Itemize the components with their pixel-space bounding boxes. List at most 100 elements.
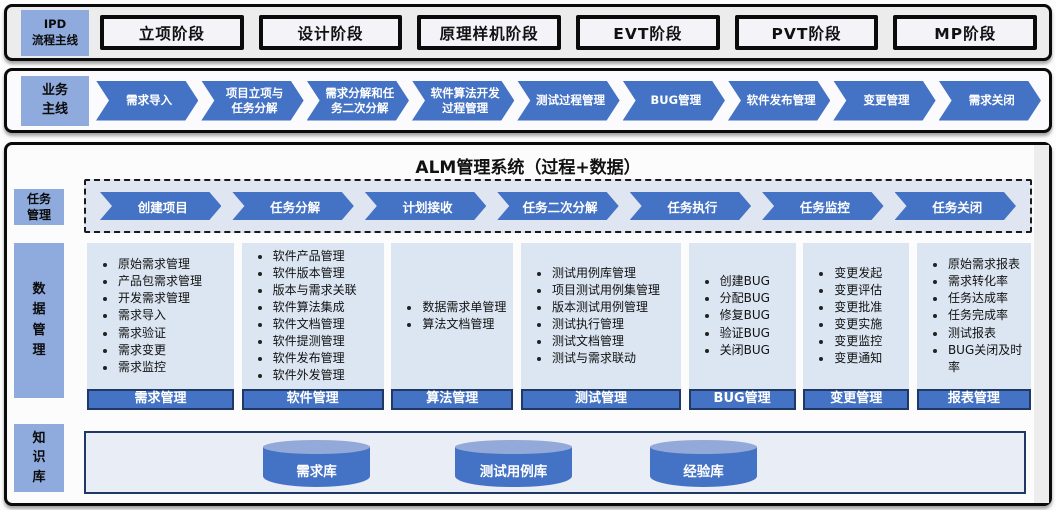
feature-item-text: 软件外发管理: [272, 368, 345, 383]
feature-item: 变更实施: [817, 316, 903, 333]
feature-item: BUG关闭及时率: [931, 342, 1025, 376]
bullet-icon: [257, 323, 262, 327]
feature-item: 任务达成率: [931, 290, 1025, 307]
cylinder-body: 经验库: [650, 447, 757, 487]
feature-item: 需求导入: [101, 307, 228, 324]
feature-item: 变更发起: [817, 265, 903, 282]
bullet-icon: [257, 288, 262, 293]
bullet-icon: [536, 305, 541, 310]
feature-item-text: 测试执行管理: [551, 317, 624, 331]
bullet-icon: [103, 263, 107, 268]
feature-item-text: 变更监控: [834, 334, 883, 349]
ipd-stage-box: 立项阶段: [100, 15, 244, 50]
column-title: BUG管理: [688, 389, 796, 410]
business-step-arrow: 需求分解和任 务二次分解: [307, 81, 409, 121]
feature-list: 变更发起 变更评估 变更批准: [803, 243, 910, 389]
feature-item: 软件文档管理: [256, 316, 378, 333]
feature-list: 数据需求单管理 算法文档管理: [391, 243, 514, 389]
ipd-stage-box: 设计阶段: [258, 15, 403, 50]
data-column: 原始需求管理 产品包需求管理 开发需求管理: [87, 243, 234, 410]
feature-item: 创建BUG: [703, 273, 790, 290]
business-step-arrow: 测试过程管理: [517, 81, 619, 121]
feature-item-text: BUG关闭及时率: [947, 342, 1023, 374]
feature-item-text: 需求验证: [118, 325, 167, 340]
feature-item: 需求转化率: [931, 273, 1025, 290]
bullet-icon: [819, 340, 824, 345]
feature-item-text: 软件发布管理: [272, 351, 345, 366]
bullet-icon: [536, 288, 541, 293]
business-step-arrow: 软件算法开发 过程管理: [412, 81, 514, 121]
bullet-icon: [103, 280, 107, 285]
feature-item: 测试与需求联动: [535, 350, 675, 367]
bullet-icon: [257, 271, 262, 276]
feature-item-text: 修复BUG: [719, 308, 770, 323]
business-mainline-band: 业务 主线 需求导入 项目立项与 任务分解 需求分解和任 务二次分解 软件算法开…: [4, 68, 1052, 133]
feature-item-text: 版本与需求关联: [272, 282, 357, 297]
ipd-mainline-label: IPD 流程主线: [21, 9, 89, 56]
ipd-stage-box: 原理样机阶段: [417, 15, 562, 50]
cylinder-top-icon: [455, 440, 572, 454]
database-label: 需求库: [296, 464, 337, 480]
ipd-stage-label: EVT阶段: [613, 24, 683, 43]
feature-item: 变更通知: [817, 350, 903, 367]
ipd-process-band: IPD 流程主线 立项阶段 设计阶段 原理样机阶段 EVT阶段 PVT阶段 M: [4, 4, 1052, 61]
feature-item-text: 软件版本管理: [272, 265, 345, 280]
column-title: 变更管理: [803, 389, 910, 410]
bullet-icon: [536, 323, 541, 327]
feature-item: 产品包需求管理: [101, 273, 228, 290]
data-column: 原始需求报表 需求转化率 任务达成率: [916, 243, 1031, 410]
feature-item-text: 创建BUG: [719, 274, 770, 289]
bullet-icon: [932, 280, 937, 285]
business-step-arrow: 项目立项与 任务分解: [201, 81, 303, 121]
business-step-row: 需求导入 项目立项与 任务分解 需求分解和任 务二次分解 软件算法开发 过程管理…: [96, 81, 1041, 121]
feature-item-text: 分配BUG: [719, 291, 770, 306]
feature-item: 需求监控: [101, 359, 228, 376]
feature-item-text: 版本测试用例管理: [551, 299, 648, 314]
task-step-arrow: 任务关闭: [895, 192, 1016, 220]
cylinder-top-icon: [263, 440, 370, 454]
feature-item-text: 验证BUG: [719, 325, 770, 340]
bullet-icon: [407, 323, 412, 327]
feature-item-text: 需求变更: [118, 342, 167, 357]
feature-item: 软件产品管理: [256, 248, 378, 265]
task-step-arrow: 任务监控: [762, 192, 883, 220]
feature-list: 创建BUG 分配BUG 修复BUG: [688, 243, 796, 389]
column-title: 软件管理: [241, 389, 384, 410]
data-column: 测试用例库管理 项目测试用例集管理 版本测试用例管理: [520, 243, 681, 410]
feature-item: 需求变更: [101, 342, 228, 359]
feature-item: 修复BUG: [703, 307, 790, 324]
database-cylinder: 需求库: [263, 440, 370, 487]
database-label: 经验库: [683, 464, 724, 480]
task-management-label: 任务 管理: [14, 189, 64, 225]
feature-list: 原始需求管理 产品包需求管理 开发需求管理: [87, 243, 234, 389]
bullet-icon: [536, 271, 541, 276]
feature-item-text: 变更发起: [834, 265, 883, 280]
feature-item: 测试报表: [931, 325, 1025, 342]
feature-list: 原始需求报表 需求转化率 任务达成率: [916, 243, 1031, 389]
feature-item: 算法文档管理: [405, 316, 507, 333]
bullet-icon: [704, 280, 709, 285]
task-step-arrow: 创建项目: [100, 192, 221, 220]
feature-item-text: 软件文档管理: [272, 317, 345, 331]
right-gutter: [1034, 145, 1049, 503]
task-step-arrow: 任务二次分解: [497, 192, 618, 220]
ipd-stage-box: PVT阶段: [734, 15, 879, 50]
feature-item-text: 需求转化率: [947, 274, 1008, 289]
feature-item-text: 关闭BUG: [719, 342, 770, 357]
feature-item-text: 测试与需求联动: [551, 351, 636, 366]
task-step-arrow: 任务执行: [630, 192, 751, 220]
bullet-icon: [932, 331, 937, 336]
bullet-icon: [819, 323, 824, 327]
feature-item-text: 任务达成率: [947, 291, 1008, 306]
bullet-icon: [819, 288, 824, 293]
bullet-icon: [257, 305, 262, 310]
feature-item: 测试执行管理: [535, 316, 675, 333]
feature-item-text: 软件算法集成: [272, 299, 345, 314]
feature-list: 软件产品管理 软件版本管理 版本与需求关联: [241, 243, 384, 389]
knowledge-base-label: 知 识 库: [14, 424, 64, 492]
database-label: 测试用例库: [479, 464, 548, 480]
cylinder-top-icon: [650, 440, 757, 454]
feature-item: 项目测试用例集管理: [535, 282, 675, 299]
bullet-icon: [257, 357, 262, 362]
bullet-icon: [704, 297, 709, 302]
